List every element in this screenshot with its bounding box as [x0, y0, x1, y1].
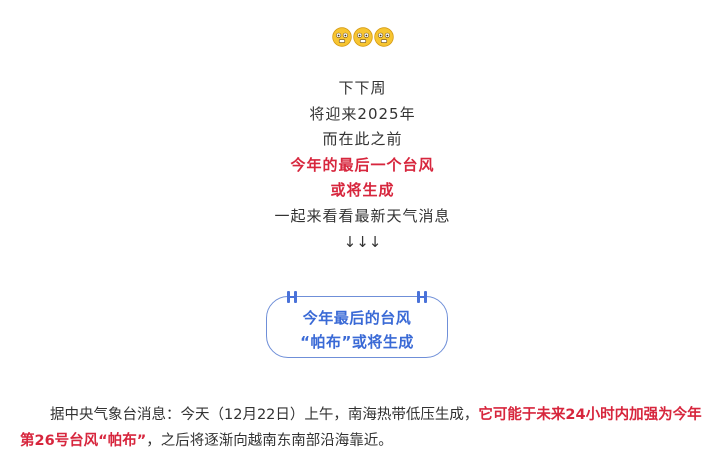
grimace-emoji-icon: [373, 27, 394, 47]
intro-line-2: 将迎来2025年: [309, 104, 416, 123]
paragraph-text-2: ，之后将逐渐向越南东南部沿海靠近。: [146, 433, 393, 449]
binder-bar-icon: [287, 296, 297, 298]
binder-bar-icon: [417, 296, 427, 298]
paragraph-text-1: 据中央气象台消息：今天（12月22日）上午，南海热带低压生成，: [50, 407, 479, 423]
news-paragraph: 据中央气象台消息：今天（12月22日）上午，南海热带低压生成，它可能于未来24小…: [20, 402, 710, 454]
emoji-row: [0, 27, 725, 47]
headline-callout-box: 今年最后的台风 “帕布”或将生成: [266, 291, 448, 358]
intro-highlight-line-2: 或将生成: [330, 181, 395, 200]
intro-text-block: 下下周 将迎来2025年 而在此之前 今年的最后一个台风 或将生成 一起来看看最…: [0, 76, 725, 255]
callout-line-2: “帕布”或将生成: [300, 333, 414, 351]
callout-line-1: 今年最后的台风: [302, 309, 412, 327]
paragraph-highlight: 它可能于未来24小时内加强为今年第26号台风“帕布”: [20, 407, 702, 449]
callout-title: 今年最后的台风 “帕布”或将生成: [267, 306, 447, 354]
intro-highlight-line-1: 今年的最后一个台风: [290, 155, 435, 174]
intro-line-6: 一起来看看最新天气消息: [274, 206, 451, 225]
down-arrows-icon: ↓↓↓: [343, 232, 382, 251]
grimace-emoji-icon: [331, 27, 352, 47]
intro-line-3: 而在此之前: [322, 130, 403, 149]
grimace-emoji-icon: [352, 27, 373, 47]
intro-line-1: 下下周: [338, 79, 387, 97]
